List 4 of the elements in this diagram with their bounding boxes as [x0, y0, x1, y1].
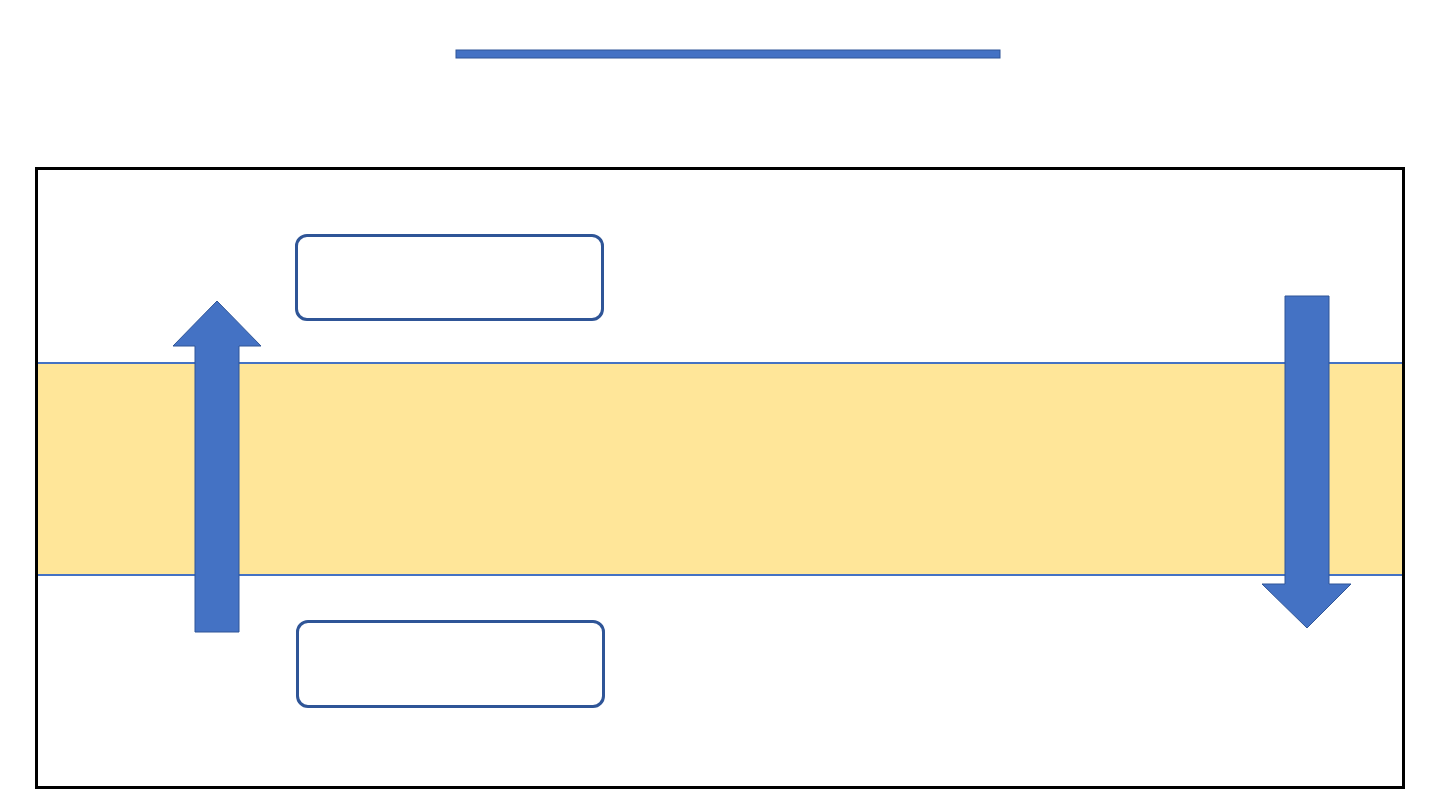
empty-rounded-box — [295, 234, 604, 321]
horizontal-band — [38, 362, 1402, 576]
outer-frame — [35, 167, 1405, 789]
empty-rounded-box — [296, 620, 605, 708]
